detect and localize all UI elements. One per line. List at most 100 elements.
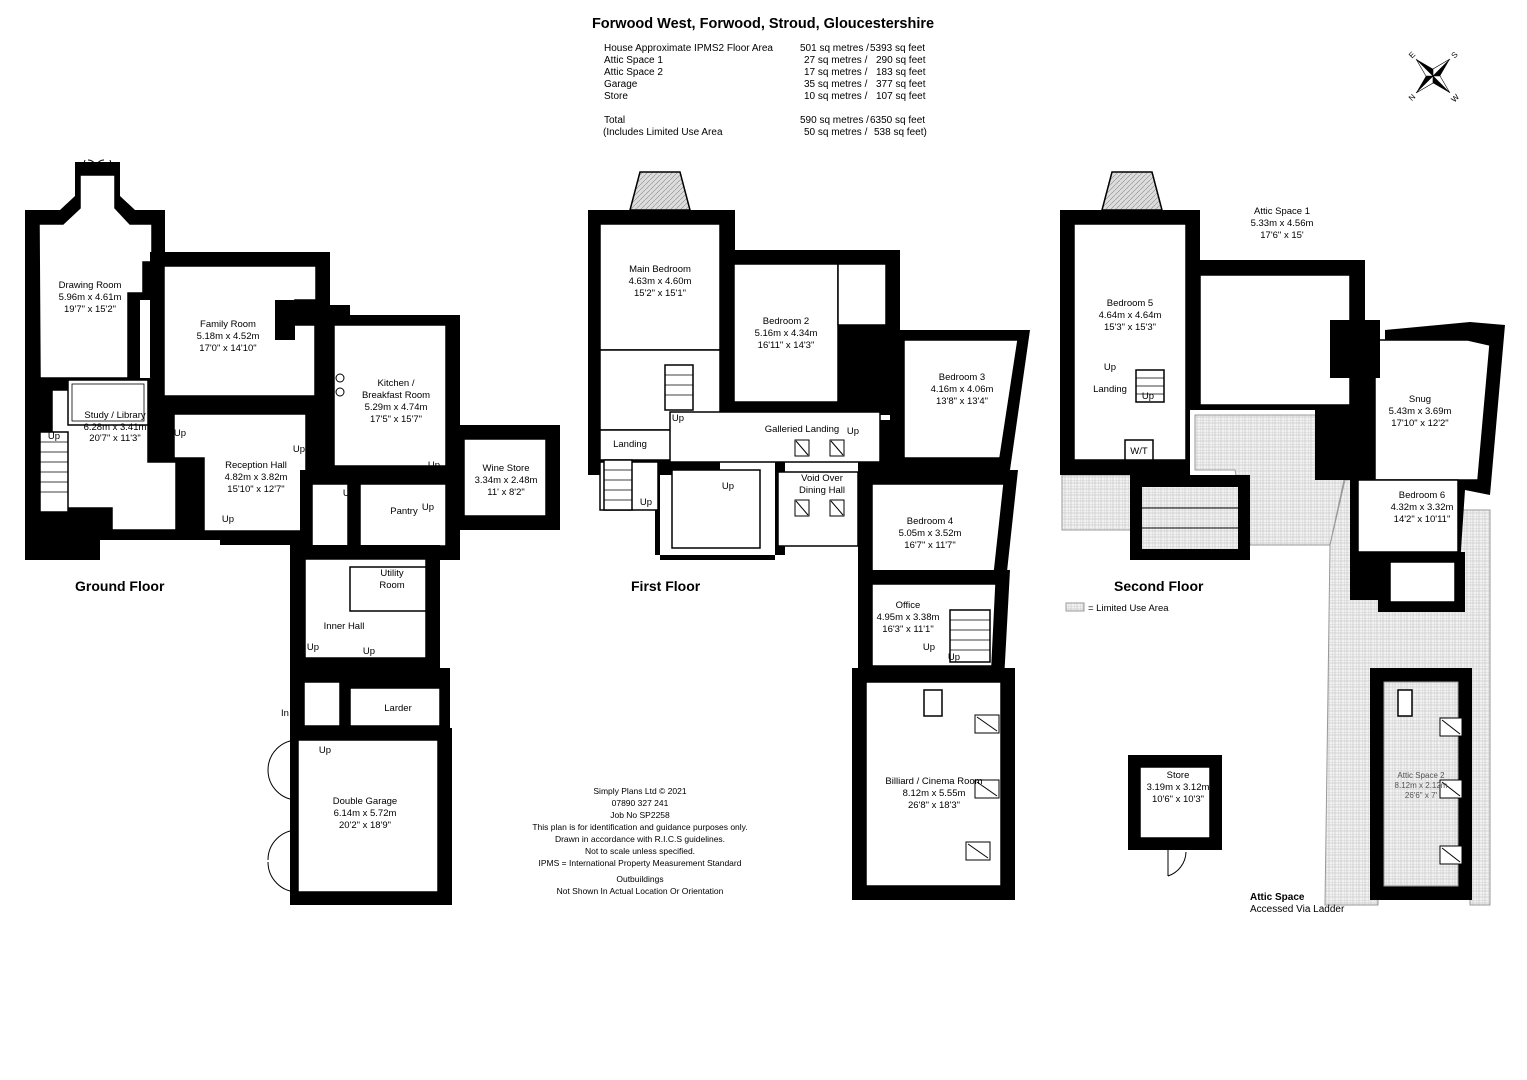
area-label: (Includes Limited Use Area xyxy=(603,127,723,138)
room-name: Dining Hall xyxy=(799,485,845,496)
room-dimension: 15'3" x 15'3" xyxy=(1104,322,1156,333)
room-name: Inner Hall xyxy=(324,621,365,632)
ground-floor-label: Ground Floor xyxy=(75,578,165,594)
area-metric: 17 sq metres / xyxy=(804,67,868,78)
compass-w: W xyxy=(1449,92,1461,104)
room-dimension: 8.12m x 5.55m xyxy=(903,788,966,799)
area-metric: 35 sq metres / xyxy=(804,79,868,90)
compass-n: N xyxy=(1407,92,1418,103)
stair-up-label: Up xyxy=(847,426,859,437)
area-imperial: 5393 sq feet xyxy=(870,43,925,54)
room-name: Attic Space 1 xyxy=(1254,206,1310,217)
room-dimension: 14'2" x 10'11" xyxy=(1394,514,1451,525)
room-dimension: 17'5" x 15'7" xyxy=(370,414,422,425)
room-dimension: 4.95m x 3.38m xyxy=(877,612,940,623)
room-name: Office xyxy=(896,600,921,611)
stair-up-label: Up xyxy=(293,444,305,455)
room-dimension: 13'8" x 13'4" xyxy=(936,396,988,407)
room-name: Wine Store xyxy=(483,463,530,474)
room-name: Snug xyxy=(1409,394,1431,405)
second-floor-label: Second Floor xyxy=(1114,578,1204,594)
room-dimension: 3.19m x 3.12m xyxy=(1147,782,1210,793)
credit-line: Simply Plans Ltd © 2021 xyxy=(593,786,686,796)
credit-line: Drawn in accordance with R.I.C.S guideli… xyxy=(555,834,725,844)
stair-up-label: Up xyxy=(672,413,684,424)
room-dimension: 5.96m x 4.61m xyxy=(59,292,122,303)
compass-rose-icon: E S W N xyxy=(1407,50,1462,104)
stair-icon xyxy=(39,431,69,513)
room-dimension: 5.05m x 3.52m xyxy=(899,528,962,539)
room-name: Bedroom 4 xyxy=(907,516,953,527)
room-dimension: 19'7" x 15'2" xyxy=(64,304,116,315)
stair-up-label: Up xyxy=(1104,362,1116,373)
skylight-icon xyxy=(794,439,1000,861)
room-dimension: 4.63m x 4.60m xyxy=(629,276,692,287)
room-name: Store xyxy=(1167,770,1190,781)
room-name: Billiard / Cinema Room xyxy=(885,776,982,787)
stair-icon xyxy=(603,364,694,511)
ground-floor-plan: Ground Floor Drawing Room 5.96m x 4.61m … xyxy=(25,159,560,905)
room-dimension: 5.16m x 4.34m xyxy=(755,328,818,339)
area-imperial: 377 sq feet xyxy=(876,79,926,90)
credit-line: Not to scale unless specified. xyxy=(585,846,695,856)
area-metric: 590 sq metres / xyxy=(800,115,869,126)
limited-use-legend-swatch xyxy=(1065,602,1085,612)
stair-up-label: Up xyxy=(1355,368,1367,379)
stair-up-label: Up xyxy=(307,642,319,653)
stair-up-label: Up xyxy=(722,481,734,492)
first-floor-plan: First Floor Main Bedroom 4.63m x 4.60m 1… xyxy=(588,171,1030,900)
area-label: Total xyxy=(604,115,625,126)
stair-up-label: Up xyxy=(923,642,935,653)
room-name: W/T xyxy=(1130,446,1148,457)
attic-note-text: Accessed Via Ladder xyxy=(1250,904,1345,915)
compass-e: E xyxy=(1407,50,1417,60)
room-dimension: 11' x 8'2" xyxy=(487,487,524,498)
entrance-in-label: In xyxy=(281,708,289,719)
room-name: Void Over xyxy=(801,473,843,484)
room-dimension: 5.29m x 4.74m xyxy=(365,402,428,413)
room-name: Bedroom 6 xyxy=(1399,490,1445,501)
credit-line: 07890 327 241 xyxy=(612,798,669,808)
room-name: Room xyxy=(379,580,404,591)
room-name: Reception Hall xyxy=(225,460,287,471)
room-name: Utility xyxy=(380,568,403,579)
room-dimension: 17'10" x 12'2" xyxy=(1391,418,1448,429)
area-label: Attic Space 2 xyxy=(604,67,663,78)
credit-line: This plan is for identification and guid… xyxy=(532,822,747,832)
room-name: Family Room xyxy=(200,319,256,330)
room-name: Bedroom 5 xyxy=(1107,298,1153,309)
stair-icon xyxy=(1135,369,1165,403)
room-name: Main Bedroom xyxy=(629,264,691,275)
stair-up-label: Up xyxy=(640,497,652,508)
area-metric: 27 sq metres / xyxy=(804,55,868,66)
first-floor-label: First Floor xyxy=(631,578,701,594)
room-dimension: 20'7" x 11'3" xyxy=(89,433,140,444)
room-dimension: 10'6" x 10'3" xyxy=(1152,794,1204,805)
room-name: Larder xyxy=(384,703,411,714)
area-imperial: 107 sq feet xyxy=(876,91,926,102)
room-name: Landing xyxy=(613,439,647,450)
room-dimension: 3.34m x 2.48m xyxy=(475,475,538,486)
stair-up-label: Up xyxy=(883,399,895,410)
credits-block: Simply Plans Ltd © 2021 07890 327 241 Jo… xyxy=(532,786,747,896)
room-dimension: 6.14m x 5.72m xyxy=(334,808,397,819)
area-imperial: 290 sq feet xyxy=(876,55,926,66)
room-dimension: 4.16m x 4.06m xyxy=(931,384,994,395)
compass-s: S xyxy=(1449,50,1459,60)
room-dimension: 17'0" x 14'10" xyxy=(199,343,256,354)
room-dimension: 15'10" x 12'7" xyxy=(227,484,284,495)
attic-note-title: Attic Space xyxy=(1250,892,1305,903)
room-dimension: 16'3" x 11'1" xyxy=(882,624,933,635)
room-name: Landing xyxy=(1093,384,1127,395)
area-imperial: 6350 sq feet xyxy=(870,115,925,126)
stair-up-label: Up xyxy=(48,431,60,442)
room-name: Bedroom 3 xyxy=(939,372,985,383)
room-dimension: 17'6" x 15' xyxy=(1260,230,1304,241)
stair-up-label: Up xyxy=(363,646,375,657)
outbuildings-line: Outbuildings xyxy=(616,874,663,884)
room-dimension: 4.82m x 3.82m xyxy=(225,472,288,483)
area-label: Garage xyxy=(604,79,638,90)
credit-line: Job No SP2258 xyxy=(610,810,670,820)
outbuildings-line: Not Shown In Actual Location Or Orientat… xyxy=(557,886,724,896)
